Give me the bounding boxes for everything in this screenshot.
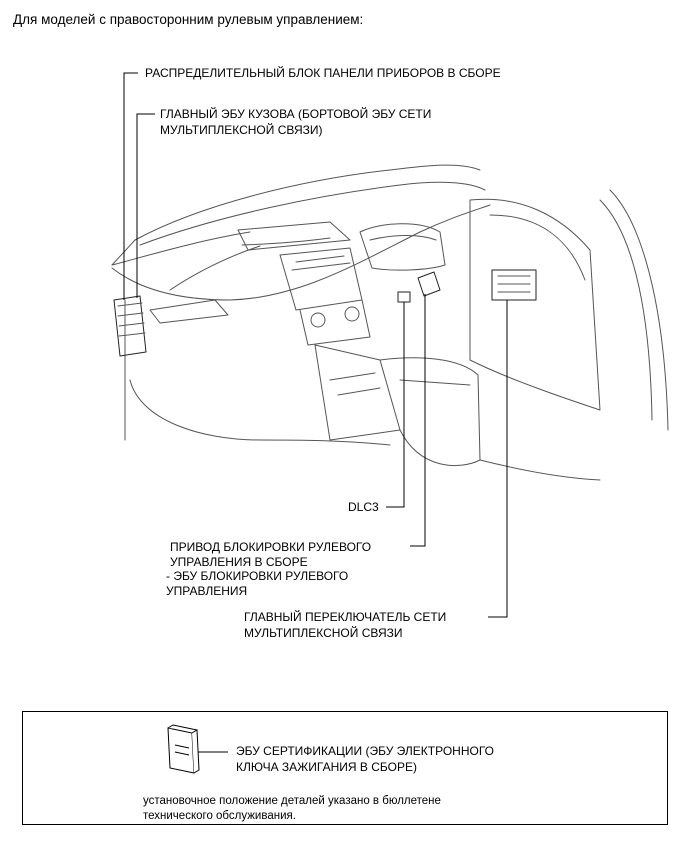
page-heading: Для моделей с правосторонним рулевым упр… [13,12,364,27]
note-footer-line2: технического обслуживания. [143,810,296,822]
label-body-ecu-line2: МУЛЬТИПЛЕКСНОЙ СВЯЗИ) [160,123,323,137]
leader-master-switch [488,300,508,618]
label-cert-ecu-line2: КЛЮЧА ЗАЖИГАНИЯ В СБОРЕ) [236,760,417,774]
label-dlc3: DLC3 [348,500,379,514]
note-footer-line1: установочное положение деталей указано в… [143,795,441,807]
leader-junction-block [123,72,138,300]
label-master-switch-line2: МУЛЬТИПЛЕКСНОЙ СВЯЗИ [244,626,403,640]
label-master-switch-line1: ГЛАВНЫЙ ПЕРЕКЛЮЧАТЕЛЬ СЕТИ [244,610,447,624]
leader-lines [123,72,508,753]
label-cert-ecu-line1: ЭБУ СЕРТИФИКАЦИИ (ЭБУ ЭЛЕКТРОННОГО [236,744,494,758]
certification-ecu-icon [167,724,200,774]
leader-steering-lock [410,294,426,547]
label-steering-lock-line1: ПРИВОД БЛОКИРОВКИ РУЛЕВОГО [170,540,372,554]
note-box [22,711,668,825]
leader-body-ecu [136,113,155,298]
label-junction-block: РАСПРЕДЕЛИТЕЛЬНЫЙ БЛОК ПАНЕЛИ ПРИБОРОВ В… [145,66,501,80]
label-steering-lock-line2: УПРАВЛЕНИЯ В СБОРЕ [170,555,308,569]
label-steering-lock-ecu-line1: - ЭБУ БЛОКИРОВКИ РУЛЕВОГО [166,569,349,583]
leader-dlc3 [386,302,405,508]
dashboard-drawing [111,164,669,481]
label-body-ecu-line1: ГЛАВНЫЙ ЭБУ КУЗОВА (БОРТОВОЙ ЭБУ СЕТИ [160,107,432,121]
label-steering-lock-ecu-line2: УПРАВЛЕНИЯ [166,584,248,598]
